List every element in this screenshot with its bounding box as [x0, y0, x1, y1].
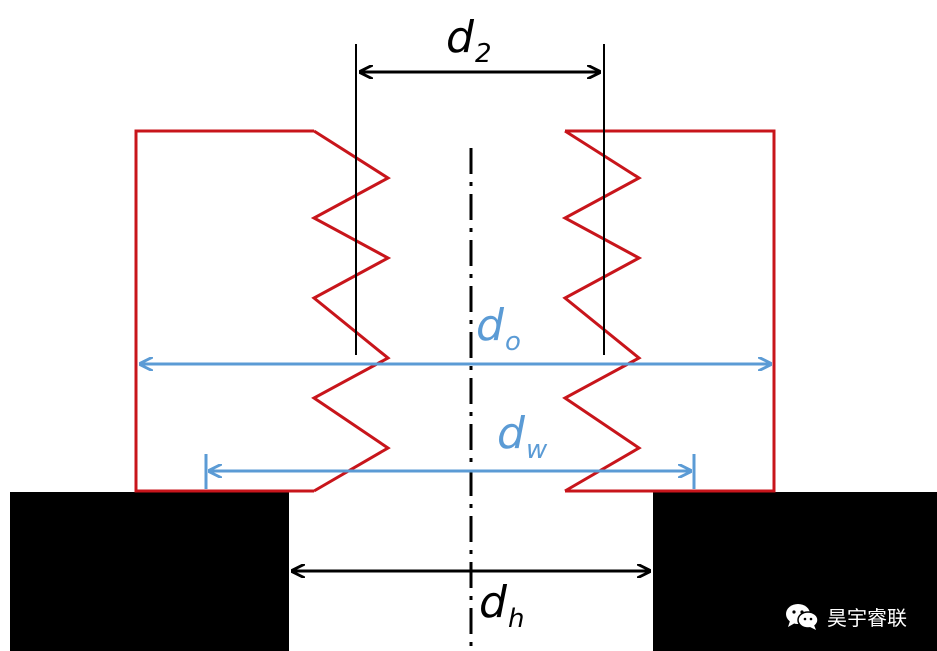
right-support-block: [653, 492, 937, 651]
d2-label: d2: [446, 12, 491, 69]
nut-right-thread-profile: [561, 129, 643, 493]
wechat-icon: [785, 603, 819, 631]
nut-left-thread-profile: [310, 129, 392, 493]
do-label: do: [476, 300, 521, 357]
nut-left-outline: [134, 129, 314, 493]
dh-label: dh: [479, 577, 524, 634]
watermark-text: 昊宇睿联: [827, 606, 907, 630]
dw-label: dw: [497, 408, 548, 465]
left-support-block: [10, 492, 289, 651]
nut-right-outline: [565, 129, 776, 493]
watermark: 昊宇睿联: [785, 602, 907, 631]
